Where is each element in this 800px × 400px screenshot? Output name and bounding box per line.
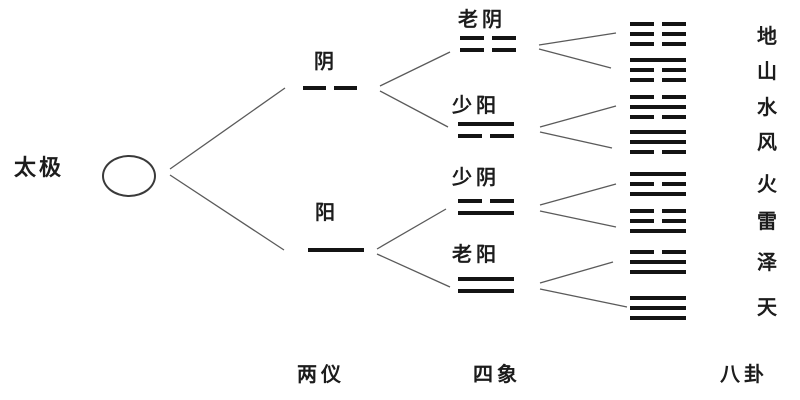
trigram-qian-heaven xyxy=(630,296,686,320)
sixiang-caption: 四象 xyxy=(473,362,521,386)
laoyang-label: 老阳 xyxy=(452,242,500,266)
link-shaoyin-fire xyxy=(539,183,617,206)
link-yang-laoyang xyxy=(376,253,451,288)
trigram-li-fire xyxy=(630,172,686,196)
link-yin-laoyin xyxy=(379,51,451,87)
link-laoyin-earth xyxy=(538,32,617,46)
link-taiji-yin xyxy=(169,87,286,170)
link-laoyin-mountain xyxy=(538,48,612,69)
taiji-circle-icon xyxy=(102,155,156,197)
lake-label: 泽 xyxy=(757,250,781,274)
shaoyin-label: 少阴 xyxy=(452,165,500,189)
liangyi-caption: 两仪 xyxy=(297,362,345,386)
link-shaoyin-thunder xyxy=(539,210,617,228)
trigram-gen-mountain xyxy=(630,58,686,82)
trigram-kan-water xyxy=(630,95,686,119)
link-laoyang-lake xyxy=(539,261,614,284)
water-label: 水 xyxy=(757,95,781,119)
link-shaoyang-water xyxy=(539,105,617,128)
link-yin-shaoyang xyxy=(379,90,449,128)
trigram-zhen-thunder xyxy=(630,209,686,233)
link-laoyang-heaven xyxy=(539,288,628,308)
trigram-kun-earth xyxy=(630,22,686,46)
trigram-xun-wind xyxy=(630,130,686,154)
laoyang-symbol xyxy=(458,277,514,293)
yang-symbol xyxy=(308,248,364,252)
laoyin-symbol xyxy=(460,36,516,52)
fire-label: 火 xyxy=(757,172,781,196)
earth-label: 地 xyxy=(757,24,781,48)
trigram-dui-lake xyxy=(630,250,686,274)
yin-symbol xyxy=(303,86,357,90)
mountain-label: 山 xyxy=(757,59,781,83)
link-taiji-yang xyxy=(169,174,285,251)
taiji-label: 太极 xyxy=(14,156,65,181)
shaoyin-symbol xyxy=(458,199,514,215)
link-yang-shaoyin xyxy=(376,208,447,250)
yin-label: 阴 xyxy=(314,49,338,73)
shaoyang-symbol xyxy=(458,122,514,138)
shaoyang-label: 少阳 xyxy=(452,93,500,117)
heaven-label: 天 xyxy=(757,295,781,319)
link-shaoyang-wind xyxy=(539,131,613,149)
laoyin-label: 老阴 xyxy=(458,7,506,31)
bagua-caption: 八卦 xyxy=(720,362,768,386)
thunder-label: 雷 xyxy=(757,209,781,233)
wind-label: 风 xyxy=(757,130,781,154)
yang-label: 阳 xyxy=(315,200,339,224)
